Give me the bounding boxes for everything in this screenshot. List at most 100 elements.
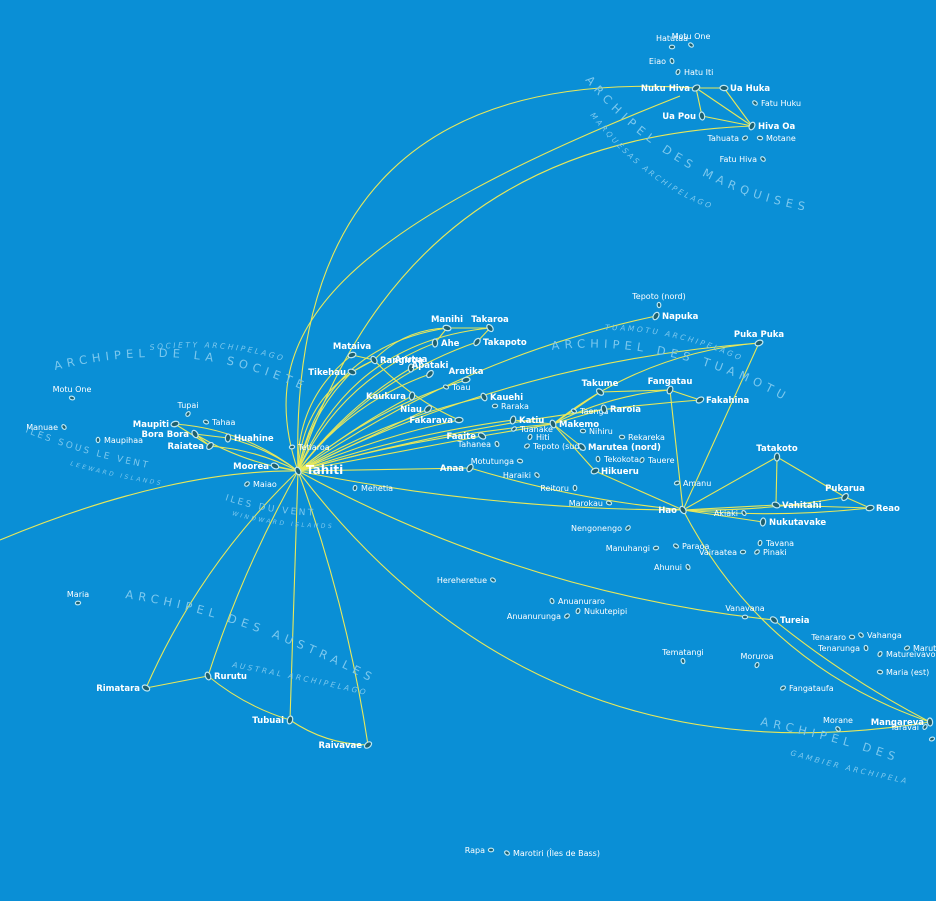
island-pukarua: Pukarua [825, 484, 865, 502]
island-shape [426, 369, 434, 379]
route-makemo-puka-puka [552, 342, 760, 425]
island-label: Tahanea [457, 440, 491, 449]
island-manuhangi: Manuhangi [606, 544, 660, 553]
island-label: Mangareva [871, 718, 925, 728]
island-nuku-hiva: Nuku Hiva [641, 84, 701, 94]
island-shape [926, 717, 934, 727]
island-katiu: Katiu [509, 415, 544, 426]
island-nengonengo: Nengonengo [571, 524, 631, 533]
island-raivavae: Raivavae [318, 741, 373, 751]
island-shape [757, 539, 763, 547]
island-manihi: Manihi [431, 315, 463, 332]
island-raiatea: Raiatea [168, 441, 214, 452]
island-label: Rangiroa [380, 356, 423, 366]
island-label: Ua Huka [730, 84, 770, 94]
island-mehetia: Mehetia [352, 484, 393, 493]
island-maria-est: Maria (est) [876, 668, 929, 677]
island-shape [656, 301, 662, 309]
island-label: Tubuai [252, 716, 284, 726]
route-tahiti-hiva-oa [297, 125, 753, 472]
island-niau: Niau [400, 405, 432, 415]
island-shape [600, 404, 608, 414]
island-makemo: Makemo [549, 419, 599, 430]
island-shape [68, 395, 76, 401]
island-mataiva: Mataiva [333, 342, 371, 359]
island-shape [170, 420, 180, 428]
island-label: Maria [67, 590, 89, 599]
island-label: Pinaki [763, 548, 787, 557]
island-shape [466, 463, 474, 473]
island-label: Huahine [234, 434, 274, 444]
island-label: Hereheretue [437, 576, 487, 585]
route-tatakoto-vahitahi [775, 456, 778, 506]
route-tahiti-maupiti [174, 423, 299, 472]
route-hao-reao [682, 507, 871, 515]
island-shape [431, 338, 439, 348]
island-maupiti: Maupiti [133, 420, 180, 430]
island-nukutavake: Nukutavake [759, 517, 826, 528]
route-ua-huka-hiva-oa [723, 87, 753, 127]
island-label: Tetiaroa [297, 443, 330, 452]
island-label: Rapa [465, 846, 485, 855]
route-tahiti-bora-bora [194, 433, 299, 472]
island-tubuai: Tubuai [252, 715, 294, 726]
route-tahiti-mataiva [297, 354, 353, 472]
route-tahiti-raivavae [297, 470, 369, 746]
island-label: Maupiti [133, 420, 169, 430]
island-shape [741, 614, 749, 620]
island-shape [347, 368, 357, 376]
island-label: Bora Bora [142, 430, 190, 440]
island-label: Kaukura [366, 392, 406, 402]
island-arutua: Arutua [395, 355, 428, 373]
island-shape [652, 545, 660, 551]
island-label: Nuku Hiva [641, 84, 690, 94]
island-shape [835, 726, 841, 732]
route-tahiti-mangareva [297, 470, 931, 734]
island-anaa: Anaa [440, 463, 474, 474]
route-fangatau-fakahina [669, 389, 701, 401]
island-shape [698, 111, 706, 121]
island-shape [848, 634, 856, 640]
island-label: Nukutavake [769, 518, 826, 528]
island-label: Akiaki [714, 509, 738, 518]
island-label: Fatu Hiva [720, 155, 757, 164]
island-moruroa: Moruroa [740, 652, 774, 669]
island-rurutu: Rurutu [204, 671, 247, 682]
island-hikueru: Hikueru [590, 467, 639, 477]
island-label: Manuhangi [606, 544, 650, 553]
route-vahitahi-reao [775, 504, 871, 509]
island-shape [579, 428, 587, 434]
island-label: Raiatea [168, 442, 205, 452]
island-shape [347, 351, 357, 359]
island-ua-huka: Ua Huka [719, 84, 770, 94]
island-hereheretue: Hereheretue [437, 576, 496, 585]
island-label: Tupai [177, 401, 199, 410]
route-tahiti-nuku-hiva [297, 85, 697, 472]
island-marutea-nord: Marutea (nord) [578, 443, 661, 453]
island-label: Tahiti [306, 463, 343, 477]
island-shape [719, 84, 729, 92]
route-makemo-faaite [481, 423, 554, 437]
island-shape [754, 339, 764, 347]
island-shape [691, 84, 701, 92]
island-shape [595, 388, 605, 396]
island-paraoa: Paraoa [672, 542, 709, 551]
route-ua-pou-hiva-oa [701, 115, 753, 127]
island-pinaki: Pinaki [754, 548, 787, 557]
island-shape [141, 684, 151, 692]
island-label: Eiao [649, 57, 666, 66]
island-shape [748, 121, 756, 131]
island-shape [578, 443, 586, 451]
route-tahiti-ahe [297, 342, 436, 472]
island-shape [858, 632, 864, 638]
island-label: Raivavae [318, 741, 362, 751]
island-label: Vahitahi [782, 501, 822, 511]
island-motutunga: Motutunga [471, 457, 524, 466]
route-offmap-north [285, 95, 681, 472]
island-shape [903, 645, 911, 651]
island-rekareka: Rekareka [618, 433, 665, 442]
island-shape [595, 455, 601, 463]
island-akamaru: Akamaru [928, 736, 936, 742]
island-fatu-huku: Fatu Huku [752, 99, 801, 108]
island-shape [461, 376, 471, 384]
